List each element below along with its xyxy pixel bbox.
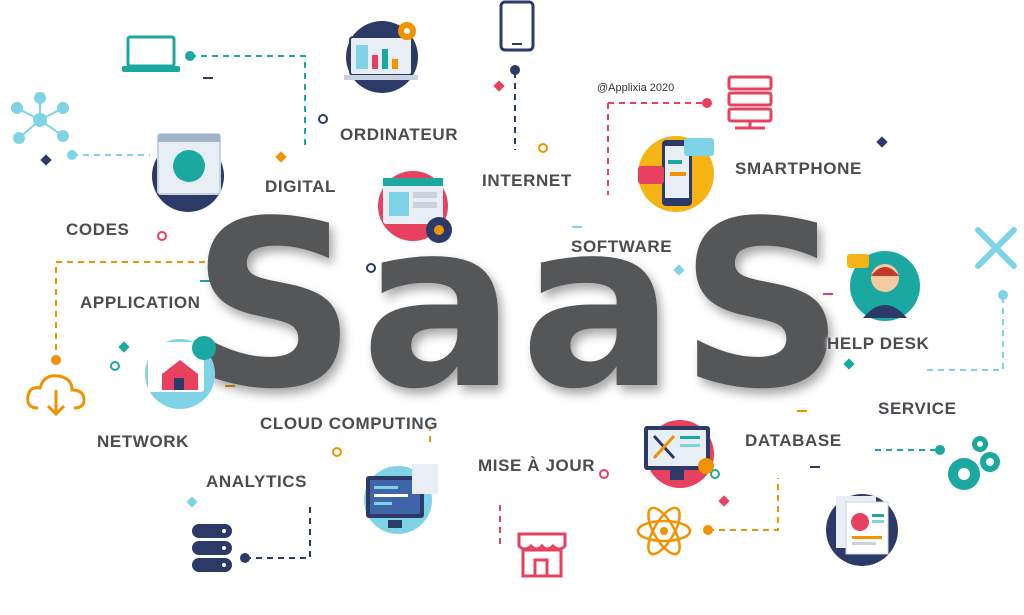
hero-title: SaaS: [191, 173, 849, 440]
support-agent-icon: [847, 251, 920, 321]
laptop-icon: [122, 35, 180, 72]
atom-icon: [636, 506, 692, 556]
label-smartphone: SMARTPHONE: [735, 159, 862, 178]
label-application: APPLICATION: [80, 293, 201, 312]
web-design-icon: [378, 171, 452, 243]
web-www-icon: [152, 133, 224, 212]
label-help-desk: HELP DESK: [827, 334, 930, 353]
label-mise-a-jour: MISE À JOUR: [478, 456, 596, 475]
label-database: DATABASE: [745, 431, 842, 450]
label-software: SOFTWARE: [571, 237, 673, 256]
reports-icon: [826, 494, 898, 566]
label-network: NETWORK: [97, 432, 190, 451]
home-network-icon: [145, 336, 216, 409]
network-people-icon: [11, 92, 69, 144]
label-cloud-computing: CLOUD COMPUTING: [260, 414, 439, 433]
label-service: SERVICE: [878, 399, 957, 418]
gears-icon: [948, 436, 1000, 490]
tablet-icon: [499, 0, 535, 52]
shop-icon: [517, 532, 567, 578]
monitor-settings-icon: [344, 21, 418, 93]
development-monitor-icon: [644, 420, 714, 488]
label-internet: INTERNET: [482, 171, 572, 190]
database-icon: [192, 524, 232, 572]
server-icon: [727, 75, 773, 130]
label-codes: CODES: [66, 220, 130, 239]
label-ordinateur: ORDINATEUR: [340, 125, 459, 144]
label-digital: DIGITAL: [265, 177, 336, 196]
cloud-download-icon: [26, 374, 86, 417]
tools-icon: [975, 227, 1017, 269]
credit-text: @Applixia 2020: [597, 82, 675, 94]
smartphone-chat-icon: [638, 136, 714, 212]
label-analytics: ANALYTICS: [206, 472, 308, 491]
coding-monitor-icon: [364, 464, 438, 534]
